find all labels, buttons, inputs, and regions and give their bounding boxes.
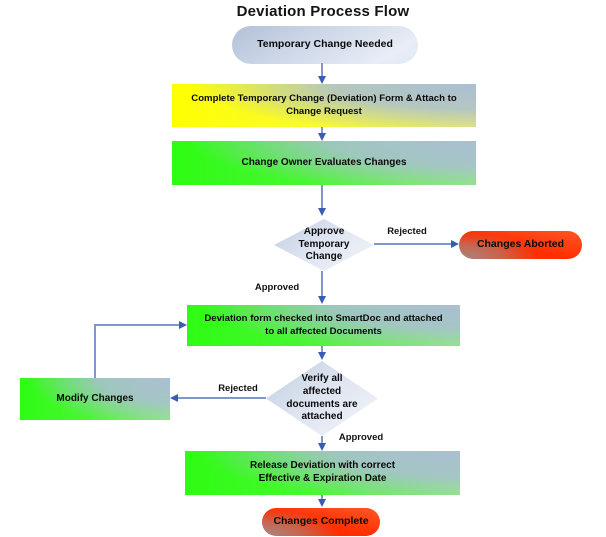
arrow-modify-loop-head [179,321,187,329]
complete-terminator: Changes Complete [262,508,380,536]
complete-form-step-label: Complete Temporary Change (Deviation) Fo… [191,93,457,117]
arrow-modify-loop-hline [94,324,180,326]
evaluate-step: Change Owner Evaluates Changes [172,141,476,185]
arrow-start-to-form-head [318,76,326,84]
arrow-approve-to-aborted-line [374,243,452,245]
arrow-release-to-complete-head [318,499,326,507]
release-step-label: Release Deviation with correct Effective… [249,460,396,484]
start-node-label: Temporary Change Needed [257,38,393,51]
evaluate-step-label: Change Owner Evaluates Changes [241,156,407,168]
arrow-verify-to-modify-line [178,397,266,399]
modify-step-label: Modify Changes [56,392,134,404]
arrow-form-to-evaluate-line [321,127,323,134]
arrow-modify-loop-vline [94,324,96,378]
arrow-approve-to-checkin-head [318,296,326,304]
arrow-checkin-to-verify-head [318,352,326,360]
approve-decision-label: Approve Temporary Change [298,225,350,263]
aborted-terminator-label: Changes Aborted [476,238,565,251]
page-title: Deviation Process Flow [236,3,410,20]
complete-form-step: Complete Temporary Change (Deviation) Fo… [172,84,476,127]
arrow-start-to-form-line [321,63,323,77]
arrow-verify-to-release-head [318,443,326,451]
edge-label-rejected-2: Rejected [218,383,258,394]
arrow-form-to-evaluate-head [318,133,326,141]
arrow-approve-to-checkin-line [321,271,323,297]
start-node: Temporary Change Needed [232,26,418,64]
modify-step: Modify Changes [20,378,170,420]
verify-decision: Verify all affected documents are attach… [266,361,378,436]
arrow-evaluate-to-approve-line [321,185,323,209]
edge-label-approved-1: Approved [254,282,300,293]
arrow-release-to-complete-line [321,495,323,500]
complete-terminator-label: Changes Complete [273,515,369,528]
approve-decision: Approve Temporary Change [274,219,374,271]
checkin-step: Deviation form checked into SmartDoc and… [187,305,460,346]
checkin-step-label: Deviation form checked into SmartDoc and… [204,313,443,337]
arrow-verify-to-modify-head [170,394,178,402]
arrow-evaluate-to-approve-head [318,208,326,216]
arrow-verify-to-release-line [321,436,323,444]
verify-decision-label: Verify all affected documents are attach… [286,372,358,423]
aborted-terminator: Changes Aborted [459,231,582,259]
edge-label-rejected-1: Rejected [387,226,427,237]
edge-label-approved-2: Approved [338,432,384,443]
arrow-checkin-to-verify-line [321,346,323,353]
release-step: Release Deviation with correct Effective… [185,451,460,495]
arrow-approve-to-aborted-head [451,240,459,248]
